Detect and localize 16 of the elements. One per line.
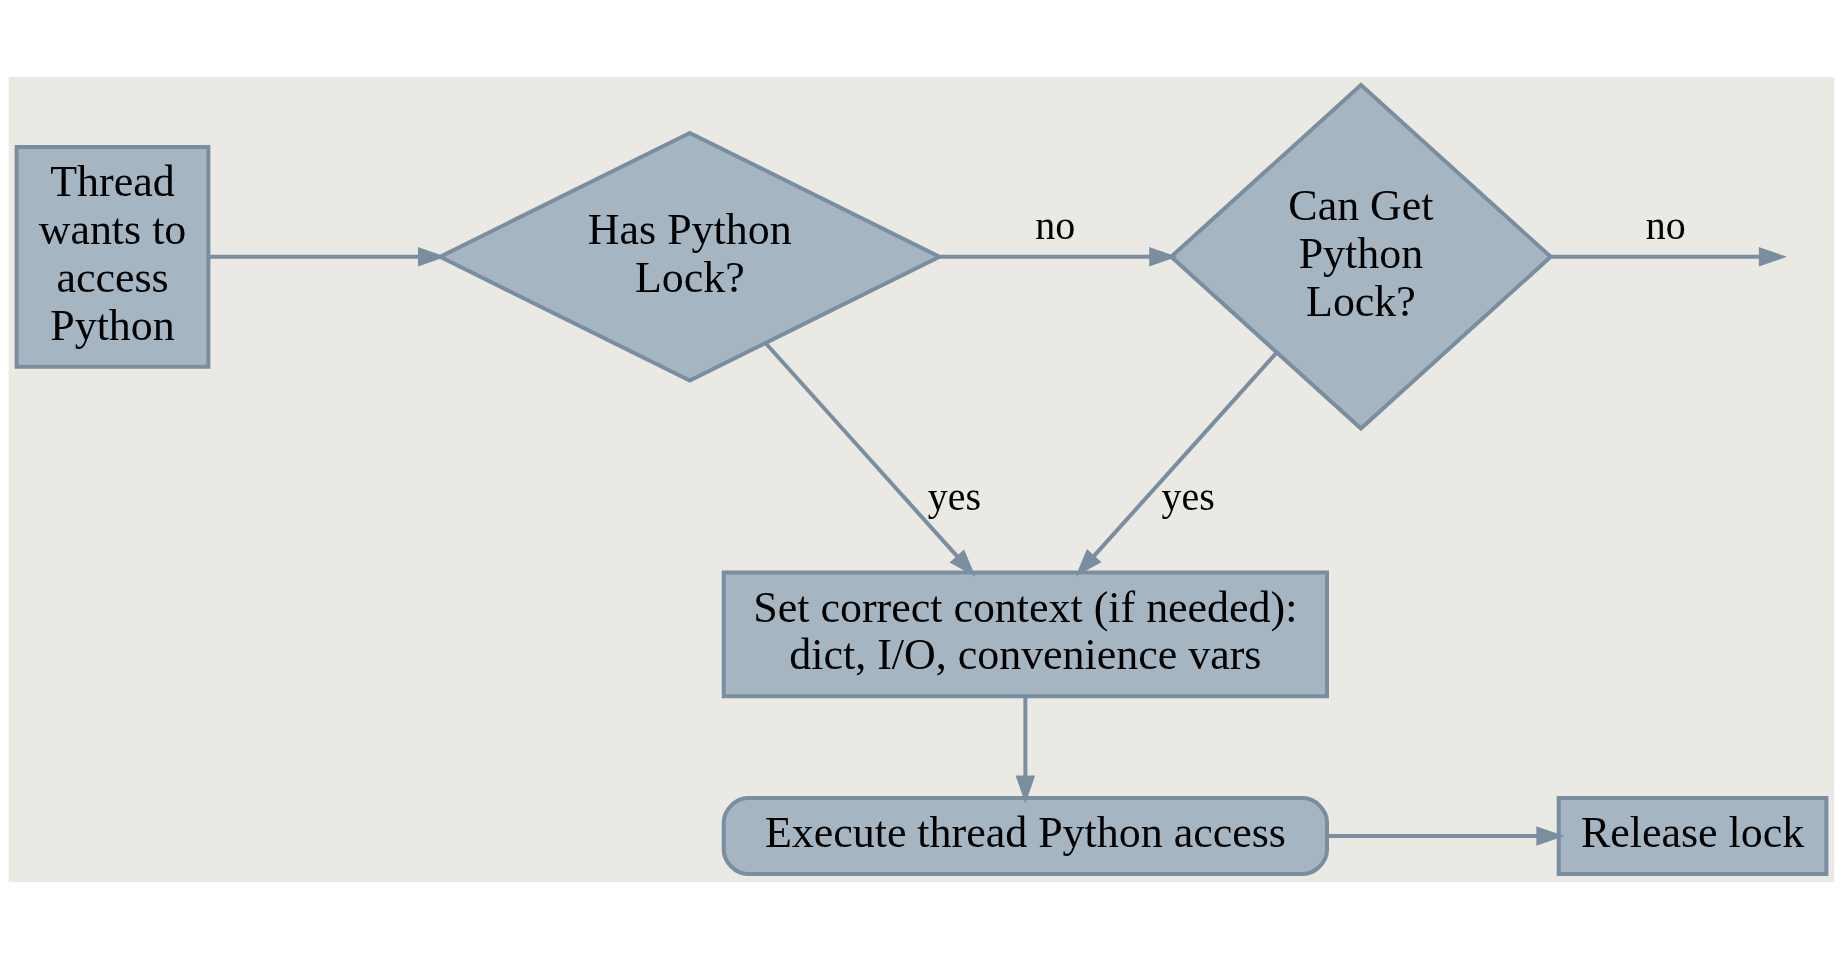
node-box: Set correct context (if needed): dict, I/O, convenience vars [721,569,1329,698]
arrow [764,341,976,577]
edge-label: yes [1161,473,1215,519]
node-box: Release lock [1556,795,1829,876]
arrow [1015,696,1036,804]
arrow [208,246,446,267]
arrow [1327,825,1565,846]
edge-label: no [1645,202,1686,248]
edge-label: yes [927,473,982,519]
arrow [1075,351,1278,576]
edge-label: no [1035,202,1076,248]
arrow [1551,246,1787,267]
node-box: Thread wants to access Python [14,144,211,369]
node-diamond: Can Get Python Lock? [1168,81,1554,431]
arrow [939,246,1178,267]
node-box: Execute thread Python access [721,795,1329,876]
